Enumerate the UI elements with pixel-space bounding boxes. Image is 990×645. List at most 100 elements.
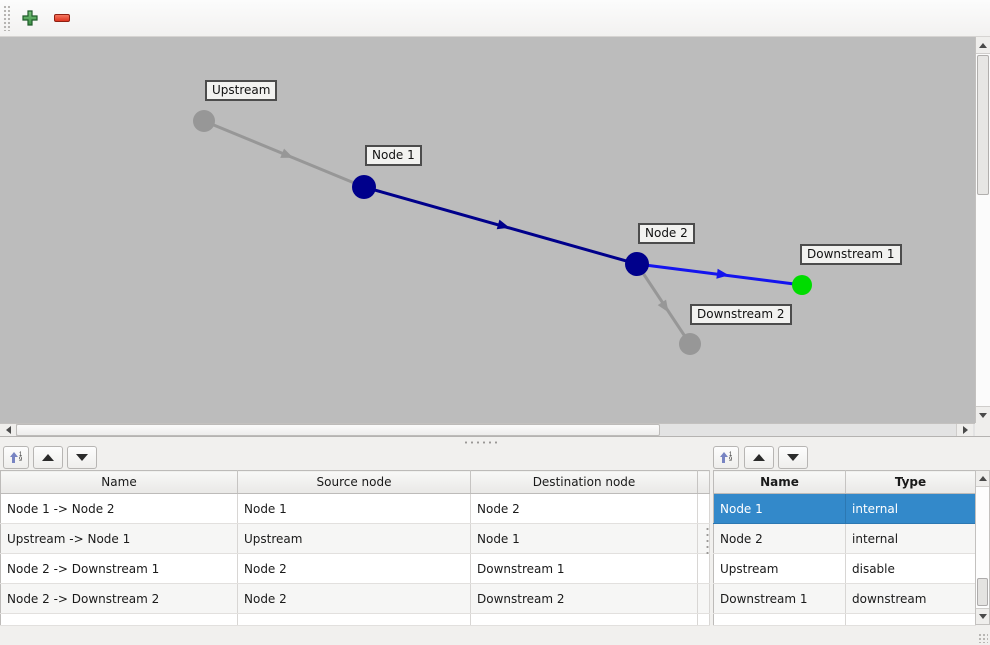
main-toolbar — [0, 0, 990, 37]
edge-destination-cell: Node 1 — [470, 523, 698, 554]
edges-header-source[interactable]: Source node — [237, 470, 471, 494]
edge-source-cell: Node 1 — [237, 493, 471, 524]
edge-arrow-icon — [657, 299, 669, 313]
edges-move-down-button[interactable] — [67, 446, 97, 469]
edge-destination-cell: Node 2 — [470, 493, 698, 524]
edge-arrow-icon — [716, 268, 729, 279]
scrollbar-corner — [975, 423, 990, 436]
empty-table-row[interactable] — [713, 613, 976, 626]
horizontal-scroll-thumb[interactable] — [16, 424, 660, 436]
add-node-button[interactable] — [16, 4, 44, 32]
graph-canvas[interactable]: Upstream Node 1 Node 2 Downstream 1 Down… — [0, 37, 975, 423]
nodes-table-scrollbar[interactable] — [975, 470, 990, 625]
toolbar-drag-handle[interactable] — [3, 5, 10, 31]
node-type-cell: internal — [845, 523, 976, 554]
splitter-grip-icon — [706, 526, 709, 556]
move-down-icon — [76, 454, 88, 461]
node-label-downstream2[interactable]: Downstream 2 — [690, 304, 792, 325]
node-name-cell: Downstream 1 — [713, 583, 846, 614]
edges-header-name[interactable]: Name — [0, 470, 238, 494]
scroll-up-button[interactable] — [976, 471, 989, 487]
edge-destination-cell: Downstream 1 — [470, 553, 698, 584]
vertical-scroll-thumb[interactable] — [977, 578, 988, 606]
gutter-cell — [697, 553, 710, 584]
table-row[interactable]: Upstream disable — [713, 553, 976, 584]
node-name-cell: Upstream — [713, 553, 846, 584]
move-down-icon — [787, 454, 799, 461]
node-type-cell: disable — [845, 553, 976, 584]
edge-name-cell: Node 2 -> Downstream 1 — [0, 553, 238, 584]
scroll-down-icon — [978, 614, 987, 619]
plus-icon — [22, 10, 38, 26]
edge-destination-cell: Downstream 2 — [470, 583, 698, 614]
window-resize-grip[interactable] — [978, 633, 988, 643]
edge-arrow-icon — [496, 219, 510, 230]
nodes-move-down-button[interactable] — [778, 446, 808, 469]
graph-node-downstream1[interactable] — [792, 275, 812, 295]
nodes-move-up-button[interactable] — [744, 446, 774, 469]
remove-node-button[interactable] — [48, 4, 76, 32]
edge-arrow-icon — [280, 148, 294, 158]
table-row[interactable]: Downstream 1 downstream — [713, 583, 976, 614]
move-up-icon — [42, 454, 54, 461]
edge-source-cell: Node 2 — [237, 583, 471, 614]
table-row-selected[interactable]: Node 1 internal — [713, 493, 976, 524]
minus-icon — [54, 14, 70, 22]
vertical-scroll-thumb[interactable] — [977, 55, 989, 195]
scroll-up-icon — [978, 476, 987, 481]
edges-table: Name Source node Destination node Node 1… — [0, 470, 710, 626]
canvas-vertical-scrollbar[interactable] — [975, 37, 990, 423]
table-row[interactable]: Node 1 -> Node 2 Node 1 Node 2 — [0, 493, 710, 524]
canvas-horizontal-scrollbar[interactable] — [0, 423, 975, 436]
node-name-cell: Node 2 — [713, 523, 846, 554]
scroll-down-button[interactable] — [976, 406, 990, 423]
gutter-cell — [697, 493, 710, 524]
node-type-cell: downstream — [845, 583, 976, 614]
move-up-icon — [753, 454, 765, 461]
node-label-node1[interactable]: Node 1 — [365, 145, 422, 166]
graph-node-downstream2[interactable] — [679, 333, 701, 355]
nodes-header-type[interactable]: Type — [845, 470, 976, 494]
node-label-node2[interactable]: Node 2 — [638, 223, 695, 244]
table-row[interactable]: Upstream -> Node 1 Upstream Node 1 — [0, 523, 710, 554]
splitter-grip-icon — [463, 441, 497, 444]
nodes-table: Name Type Node 1 internal Node 2 interna… — [713, 470, 976, 626]
table-row[interactable]: Node 2 -> Downstream 1 Node 2 Downstream… — [0, 553, 710, 584]
edges-header-destination[interactable]: Destination node — [470, 470, 698, 494]
scroll-right-icon — [962, 426, 968, 434]
scroll-right-button[interactable] — [956, 424, 973, 436]
graph-node-node1[interactable] — [352, 175, 376, 199]
node-label-downstream1[interactable]: Downstream 1 — [800, 244, 902, 265]
table-row[interactable]: Node 2 internal — [713, 523, 976, 554]
scroll-up-button[interactable] — [976, 37, 990, 54]
graph-node-upstream[interactable] — [193, 110, 215, 132]
sort-digit-bottom: 9 — [728, 456, 733, 463]
scroll-up-icon — [979, 42, 987, 48]
edges-header-gutter — [697, 470, 710, 494]
edges-move-up-button[interactable] — [33, 446, 63, 469]
graph-node-node2[interactable] — [625, 252, 649, 276]
edge-source-cell: Upstream — [237, 523, 471, 554]
scroll-left-button[interactable] — [0, 424, 17, 436]
vertical-splitter[interactable] — [703, 446, 712, 636]
empty-table-row[interactable] — [0, 613, 710, 626]
node-name-cell: Node 1 — [713, 493, 846, 524]
scroll-down-button[interactable] — [976, 608, 989, 624]
horizontal-splitter[interactable] — [0, 436, 990, 447]
edge-source-cell: Node 2 — [237, 553, 471, 584]
scroll-left-icon — [5, 426, 11, 434]
edge-name-cell: Upstream -> Node 1 — [0, 523, 238, 554]
edge-name-cell: Node 2 -> Downstream 2 — [0, 583, 238, 614]
node-type-cell: internal — [845, 493, 976, 524]
sort-digit-top: 1 — [728, 451, 733, 458]
nodes-header-name[interactable]: Name — [713, 470, 846, 494]
sort-digit-bottom: 9 — [18, 456, 23, 463]
sort-digit-top: 1 — [18, 451, 23, 458]
table-row[interactable]: Node 2 -> Downstream 2 Node 2 Downstream… — [0, 583, 710, 614]
node-label-upstream[interactable]: Upstream — [205, 80, 278, 101]
